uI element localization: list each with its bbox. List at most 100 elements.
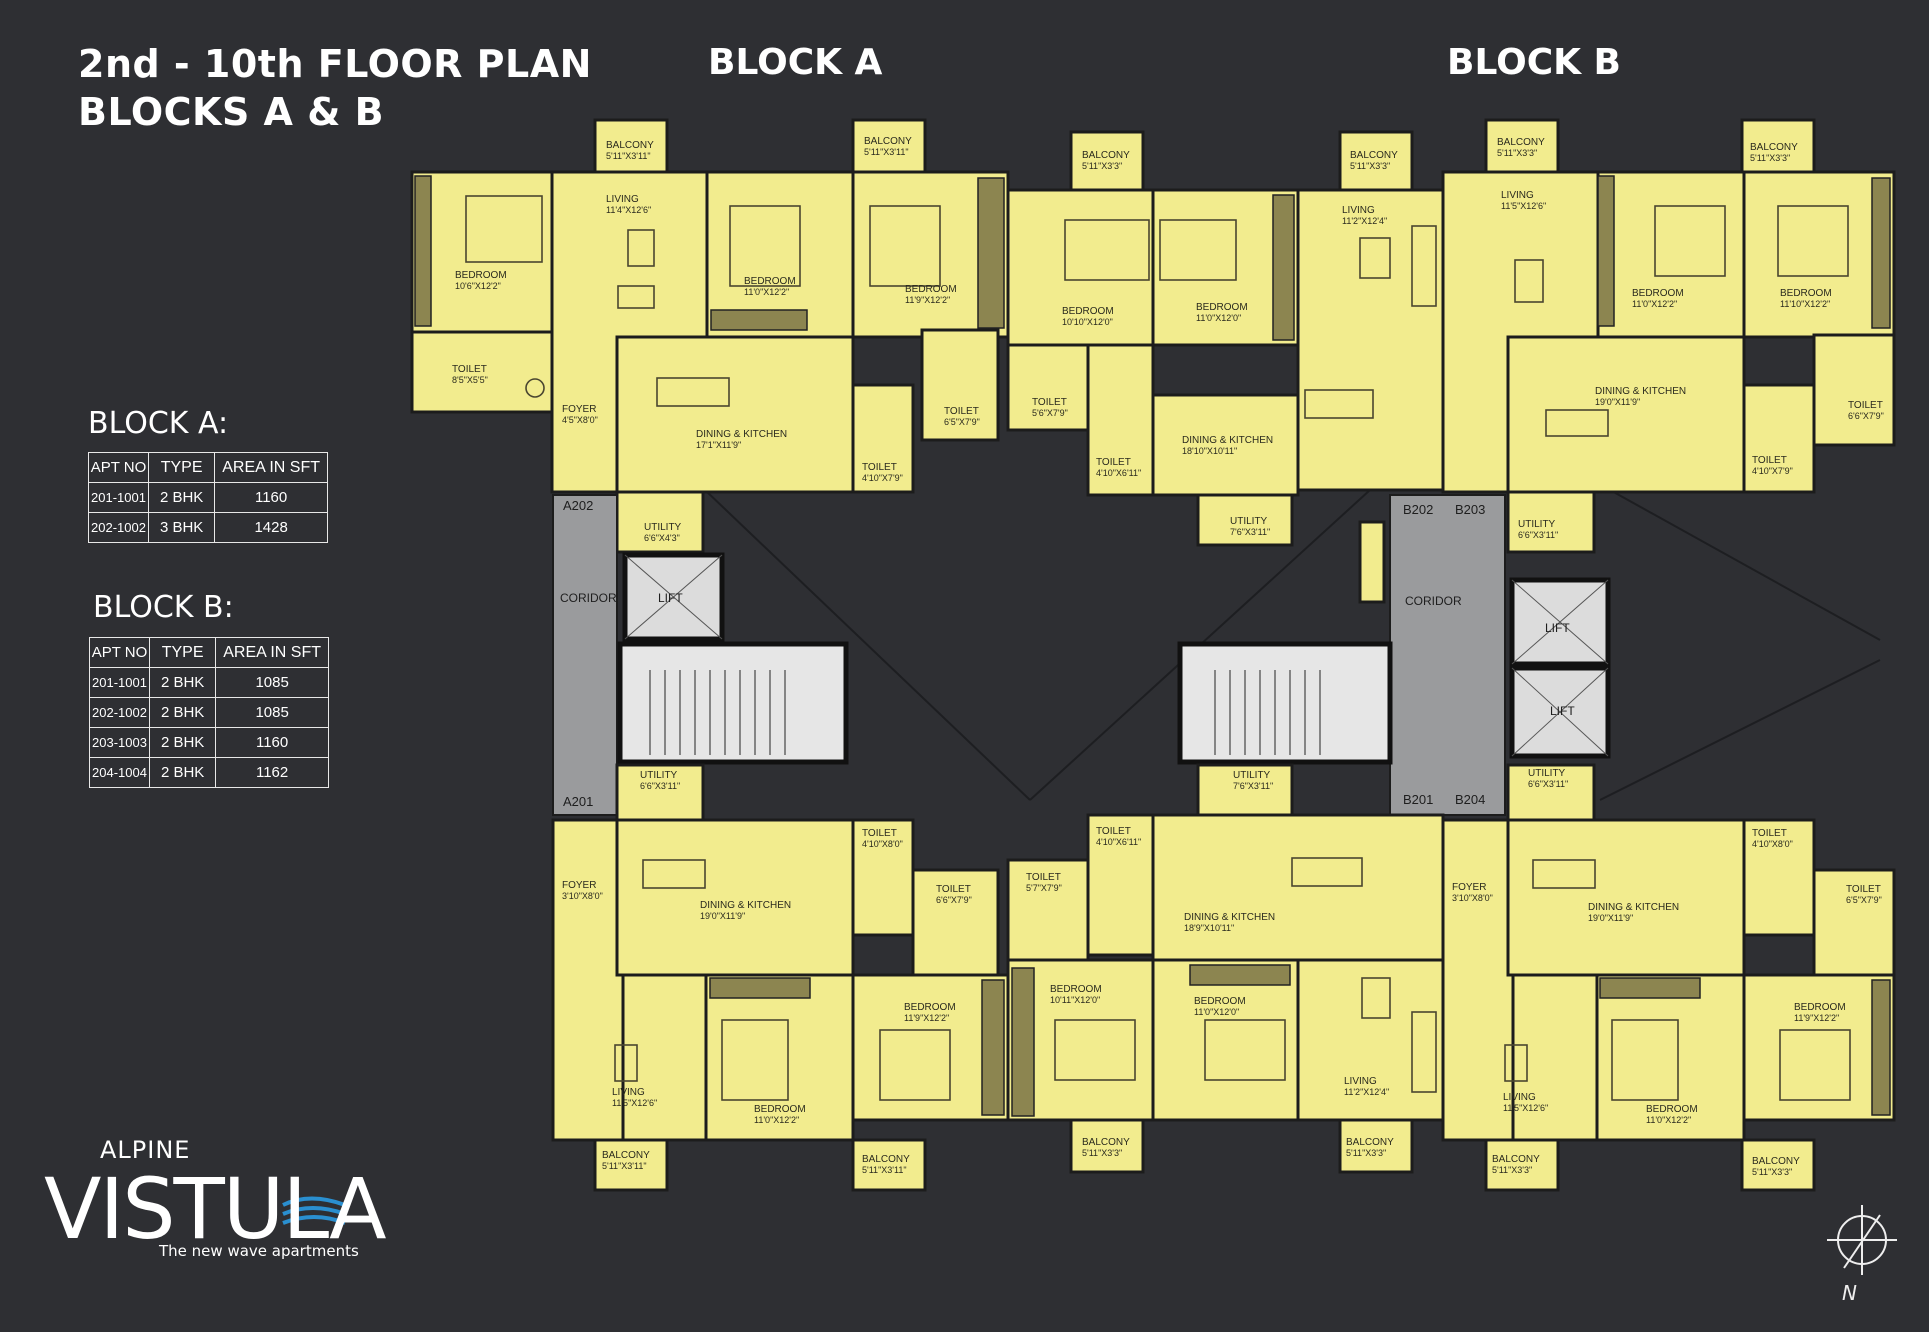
wardrobe bbox=[1871, 177, 1891, 329]
staircase-b bbox=[1177, 641, 1393, 765]
balcony bbox=[1740, 1138, 1816, 1192]
room-dimension-label: 5'11"X3'3" bbox=[1082, 1148, 1122, 1158]
room-name-label: BEDROOM bbox=[905, 284, 957, 295]
block-a-heading: BLOCK A bbox=[708, 42, 883, 83]
room-dimension-label: 11'5"X12'6" bbox=[1501, 201, 1546, 211]
room-name-label: BEDROOM bbox=[1196, 302, 1248, 313]
room-name-label: LIVING bbox=[612, 1087, 645, 1098]
room-name-label: TOILET bbox=[862, 462, 897, 473]
bed-icon bbox=[729, 205, 801, 287]
room-dimension-label: 4'10"X7'9" bbox=[1752, 466, 1793, 476]
block-b-heading: BLOCK B bbox=[1447, 42, 1621, 83]
room-name-label: UTILITY bbox=[1528, 768, 1566, 779]
logo-alpine: ALPINE bbox=[100, 1136, 191, 1164]
toilet bbox=[1812, 868, 1896, 977]
shaft bbox=[1358, 520, 1386, 604]
dining-table-icon bbox=[1545, 409, 1609, 437]
table-icon bbox=[1361, 977, 1391, 1019]
room-dimension-label: 19'0"X11'9" bbox=[1595, 397, 1640, 407]
utility bbox=[1506, 490, 1596, 554]
toilet bbox=[1812, 333, 1896, 447]
table-icon bbox=[627, 229, 655, 267]
room-dimension-label: 5'11"X3'3" bbox=[1492, 1165, 1532, 1175]
apartment-b204 bbox=[1441, 763, 1896, 1192]
room-dimension-label: 10'10"X12'0" bbox=[1062, 317, 1113, 327]
table-row: 204-1004 2 BHK 1162 bbox=[88, 757, 329, 788]
table-cell: 204-1004 bbox=[88, 757, 151, 788]
apartment-label-a202: A202 bbox=[563, 498, 593, 513]
room-name-label: DINING & KITCHEN bbox=[1184, 912, 1275, 923]
room-dimension-label: 3'10"X8'0" bbox=[1452, 893, 1493, 903]
living bbox=[621, 973, 708, 1142]
room-dimension-label: 3'10"X8'0" bbox=[562, 891, 603, 901]
room-name-label: BEDROOM bbox=[1194, 996, 1246, 1007]
table-cell: 1428 bbox=[214, 512, 328, 543]
room-dimension-label: 18'9"X10'11" bbox=[1184, 923, 1234, 933]
room-name-label: BALCONY bbox=[1750, 142, 1798, 153]
room-name-label: TOILET bbox=[1096, 826, 1131, 837]
bed-icon bbox=[1779, 1029, 1851, 1101]
room-name-label: BEDROOM bbox=[904, 1002, 956, 1013]
room-name-label: BEDROOM bbox=[1794, 1002, 1846, 1013]
staircase-a bbox=[617, 641, 849, 765]
wardrobe bbox=[1011, 967, 1035, 1117]
bed-icon bbox=[1204, 1019, 1286, 1081]
room-name-label: DINING & KITCHEN bbox=[700, 900, 791, 911]
table-header-row: APT NO TYPE AREA IN SFT bbox=[87, 452, 328, 483]
room-name-label: BALCONY bbox=[602, 1150, 650, 1161]
dining-table-icon bbox=[642, 859, 706, 889]
table-icon bbox=[614, 1044, 638, 1082]
sofa-icon bbox=[617, 285, 655, 309]
room-dimension-label: 11'5"X12'6" bbox=[1503, 1103, 1548, 1113]
table-icon bbox=[1504, 1044, 1528, 1082]
bed-icon bbox=[1054, 1019, 1136, 1081]
room-labels: BALCONY5'11"X3'11"BALCONY5'11"X3'11"BEDR… bbox=[452, 136, 1884, 1177]
table-cell: 2 BHK bbox=[149, 757, 217, 788]
dining-kitchen bbox=[1506, 335, 1746, 494]
dining-table-icon bbox=[1532, 859, 1596, 889]
table-header: AREA IN SFT bbox=[214, 452, 328, 483]
room-dimension-label: 5'6"X7'9" bbox=[1032, 408, 1068, 418]
room-dimension-label: 4'10"X7'9" bbox=[862, 473, 903, 483]
room-name-label: DINING & KITCHEN bbox=[1182, 435, 1273, 446]
room-dimension-label: 6'6"X3'11" bbox=[640, 781, 680, 791]
balcony bbox=[1484, 118, 1560, 174]
bed-icon bbox=[1654, 205, 1726, 277]
wardrobe bbox=[1272, 194, 1295, 341]
room-name-label: BALCONY bbox=[1752, 1156, 1800, 1167]
balcony bbox=[1069, 1118, 1145, 1174]
bedroom bbox=[1006, 188, 1155, 347]
table-cell: 1160 bbox=[215, 727, 329, 758]
room-dimension-label: 11'2"X12'4" bbox=[1342, 216, 1387, 226]
room-name-label: BEDROOM bbox=[1646, 1104, 1698, 1115]
room-name-label: BEDROOM bbox=[1780, 288, 1832, 299]
room-name-label: BEDROOM bbox=[1050, 984, 1102, 995]
table-cell: 2 BHK bbox=[148, 482, 216, 513]
wardrobe bbox=[1189, 964, 1291, 986]
room-name-label: UTILITY bbox=[1233, 770, 1271, 781]
room-name-label: BEDROOM bbox=[1632, 288, 1684, 299]
apartment-a201 bbox=[551, 763, 1010, 1192]
balcony bbox=[593, 118, 669, 174]
room-name-label: LIVING bbox=[1503, 1092, 1536, 1103]
living bbox=[1296, 188, 1445, 492]
bed-icon bbox=[1064, 219, 1150, 281]
balcony bbox=[1338, 1118, 1414, 1174]
room-dimension-label: 6'5"X7'9" bbox=[944, 417, 980, 427]
toilet bbox=[851, 383, 915, 494]
bed-icon bbox=[465, 195, 543, 263]
room-dimension-label: 6'6"X3'11" bbox=[1518, 530, 1558, 540]
table-cell: 1162 bbox=[215, 757, 329, 788]
bedroom bbox=[1742, 170, 1896, 339]
room-name-label: UTILITY bbox=[1230, 516, 1268, 527]
room-name-label: TOILET bbox=[1026, 872, 1061, 883]
toilet bbox=[911, 868, 1000, 977]
room-name-label: BEDROOM bbox=[1062, 306, 1114, 317]
wardrobe bbox=[414, 175, 432, 327]
bedroom bbox=[410, 170, 554, 334]
lift-label: LIFT bbox=[1550, 704, 1575, 718]
dining-kitchen bbox=[615, 335, 855, 494]
room-dimension-label: 11'9"X12'2" bbox=[1794, 1013, 1839, 1023]
room-dimension-label: 7'6"X3'11" bbox=[1230, 527, 1270, 537]
